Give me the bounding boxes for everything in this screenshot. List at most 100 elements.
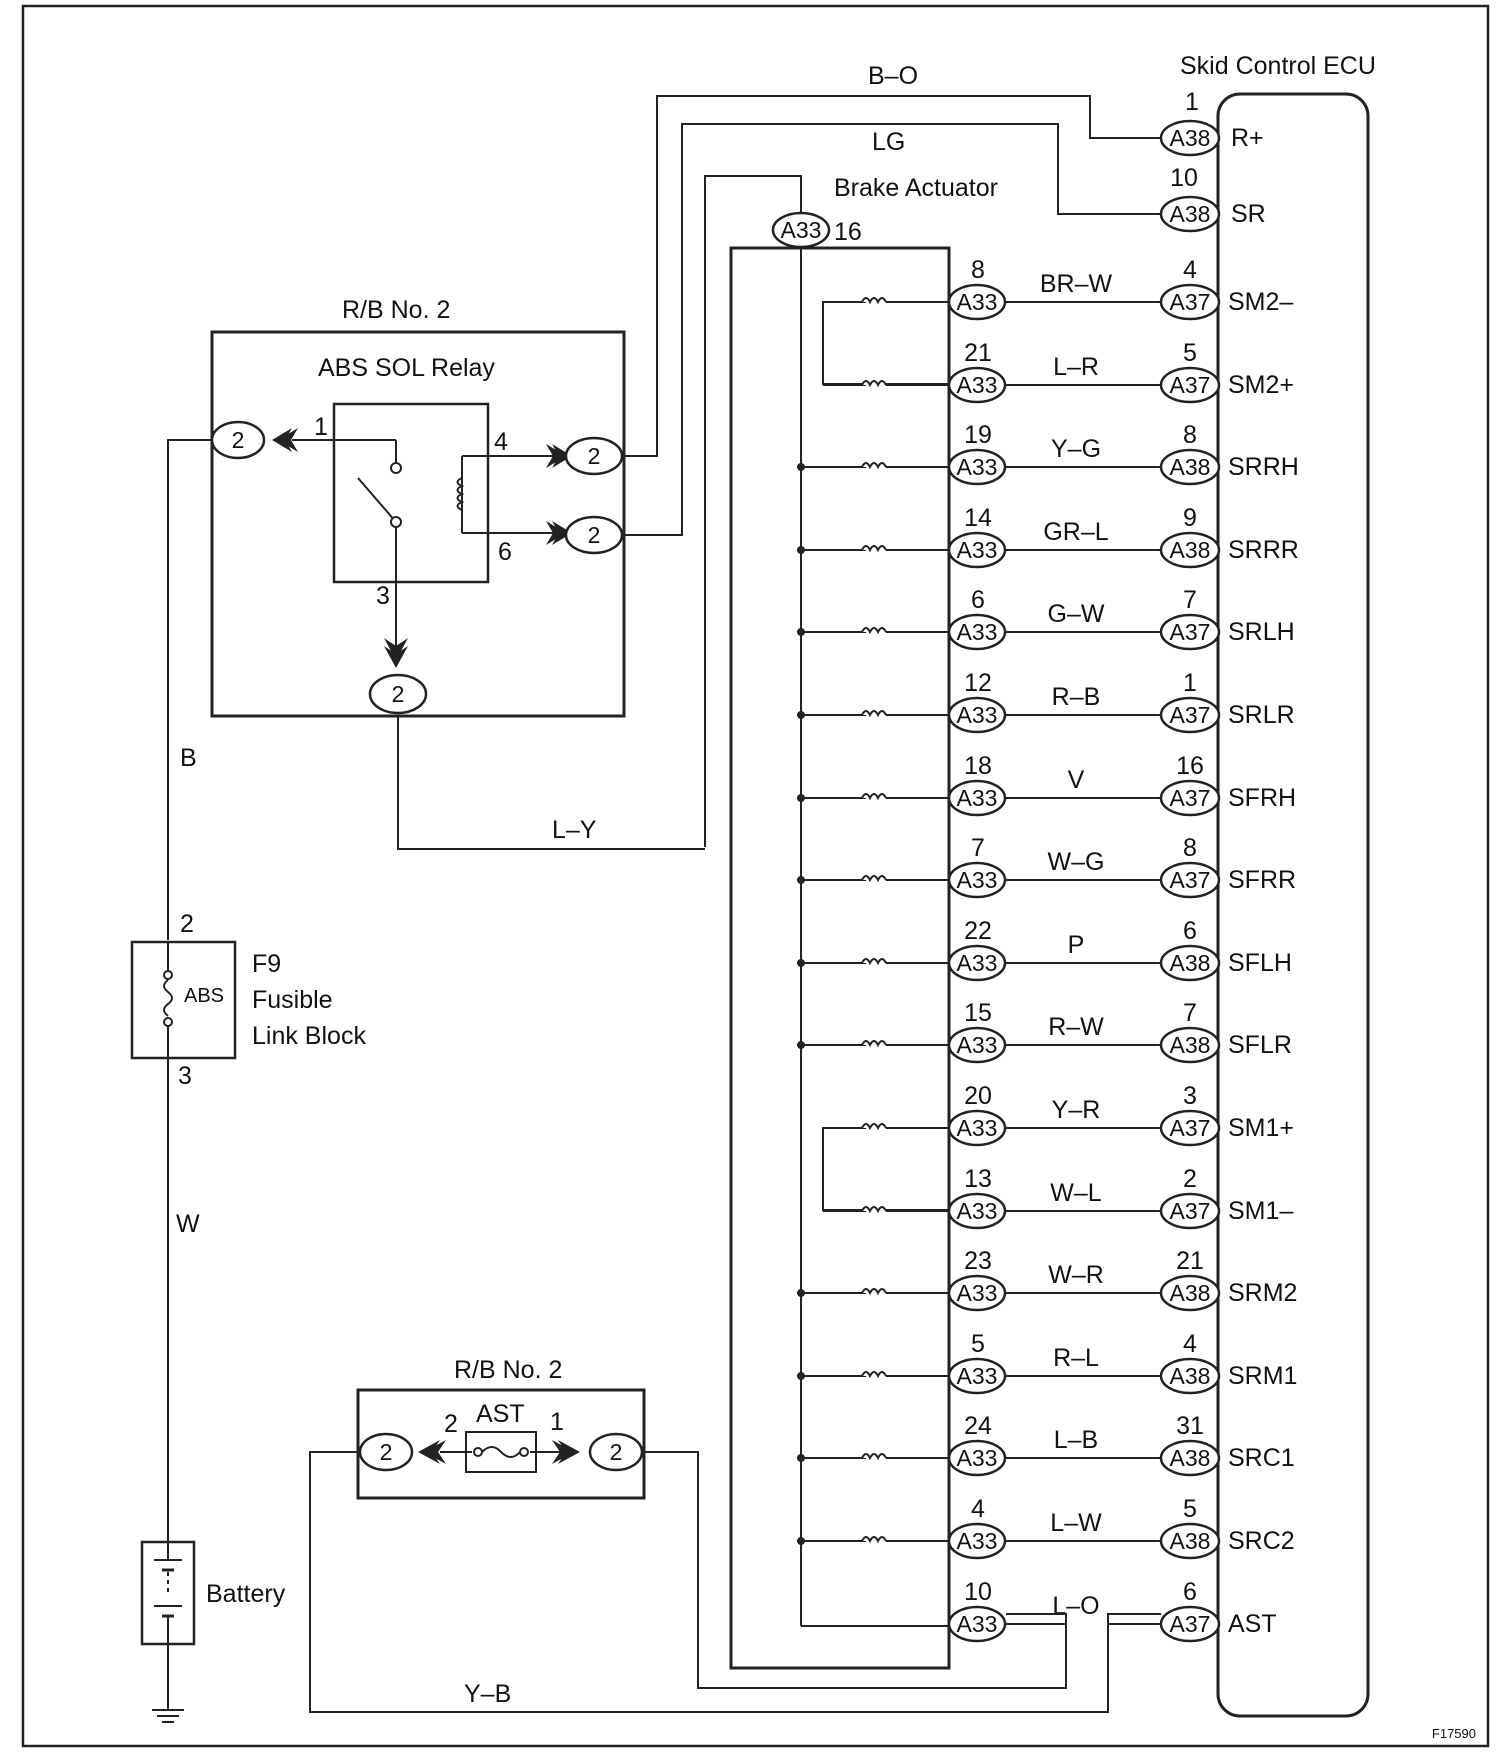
- ast-fuse-symbol: [481, 1446, 521, 1458]
- bus-junction-dot: [797, 876, 805, 884]
- wire-label-b-o: B–O: [868, 62, 918, 90]
- relay-pin-1: 1: [314, 413, 328, 441]
- actuator-connector-id: A33: [957, 1198, 998, 1224]
- relay-pin-3: 3: [376, 582, 390, 610]
- ecu-connector-id: A37: [1170, 867, 1211, 893]
- solenoid-coil: [861, 710, 887, 718]
- figure-id: F17590: [1432, 1726, 1476, 1741]
- ecu-connector-id: A38: [1170, 1280, 1211, 1306]
- ecu-signal-label: SFRH: [1228, 784, 1296, 812]
- ecu-connector-id: A38: [1170, 1445, 1211, 1471]
- actuator-pin-number: 22: [964, 917, 992, 945]
- ecu-pin-r-plus: 1 A38 R+: [1159, 88, 1264, 157]
- actuator-pin-number: 20: [964, 1082, 992, 1110]
- solenoid-coil: [861, 297, 887, 305]
- ecu-connector-id: A37: [1170, 1115, 1211, 1141]
- svg-text:2: 2: [588, 522, 601, 548]
- ecu-connector-id: A37: [1170, 1611, 1211, 1637]
- fusible-fuse-name: ABS: [184, 985, 224, 1007]
- wire-b-o: [625, 95, 1161, 457]
- solenoid-coil: [861, 545, 887, 553]
- actuator-connector-id: A33: [957, 1611, 998, 1637]
- rb-top-connector-left: 2: [210, 420, 298, 460]
- rb-bottom-connector-right: 2: [552, 1432, 644, 1472]
- wire-color-label: P: [1068, 931, 1085, 959]
- ecu-connector-id: A38: [1170, 950, 1211, 976]
- ecu-pin-number: 8: [1183, 421, 1197, 449]
- rb-bottom-title: R/B No. 2: [454, 1356, 562, 1384]
- svg-text:2: 2: [380, 1439, 393, 1465]
- bus-junction-dot: [797, 794, 805, 802]
- actuator-pin-number: 4: [971, 1495, 985, 1523]
- solenoid-coil: [861, 1371, 887, 1379]
- wire-label-w: W: [176, 1210, 200, 1238]
- ast-pin-right: 1: [550, 1408, 564, 1436]
- wire-lg: [625, 123, 1161, 536]
- wire-color-label: R–B: [1052, 683, 1101, 711]
- ecu-signal-label: SRRH: [1228, 453, 1299, 481]
- actuator-pin-number: 13: [964, 1165, 992, 1193]
- wire-color-label: L–R: [1053, 353, 1099, 381]
- svg-text:2: 2: [588, 443, 601, 469]
- solenoid-coil: [861, 380, 887, 388]
- wire-color-label: L–B: [1054, 1426, 1098, 1454]
- ecu-pin-number: 5: [1183, 339, 1197, 367]
- ecu-connector-id: A38: [1170, 1032, 1211, 1058]
- wire-label-b: B: [180, 744, 197, 772]
- fusible-line1: Fusible: [252, 986, 333, 1014]
- ecu-pin-number: 1: [1183, 669, 1197, 697]
- ecu-signal-label: SFLH: [1228, 949, 1292, 977]
- bus-junction-dot: [797, 463, 805, 471]
- solenoid-coil: [861, 627, 887, 635]
- ecu-signal-label: SM2+: [1228, 371, 1294, 399]
- ecu-pin-number: 7: [1183, 586, 1197, 614]
- wire-color-label: G–W: [1048, 600, 1105, 628]
- battery-label: Battery: [206, 1580, 286, 1608]
- solenoid-coil: [861, 1453, 887, 1461]
- ecu-connector-id: A38: [1170, 1363, 1211, 1389]
- actuator-pin-number: 23: [964, 1247, 992, 1275]
- ecu-pin-number: 3: [1183, 1082, 1197, 1110]
- rb-top-connector-pin6: 2: [546, 515, 624, 555]
- sm2-motor-loop: [822, 301, 948, 385]
- wire-label-l-y: L–Y: [552, 816, 597, 844]
- ground-icon: [152, 1709, 184, 1723]
- ecu-pin-number: 6: [1183, 1578, 1197, 1606]
- actuator-connector-id: A33: [957, 950, 998, 976]
- relay-pin-4: 4: [494, 428, 508, 456]
- actuator-connector-id: A33: [957, 1528, 998, 1554]
- abs-fuse-symbol: [163, 979, 173, 1017]
- actuator-connector-id: A33: [781, 217, 822, 243]
- svg-text:2: 2: [392, 681, 405, 707]
- wire-b: [167, 439, 212, 940]
- wire-color-label: L–O: [1052, 1592, 1099, 1620]
- bus-junction-dot: [797, 1454, 805, 1462]
- ecu-pin-number: 9: [1183, 504, 1197, 532]
- ecu-signal-label: R+: [1231, 124, 1264, 152]
- rb-bottom-connector-left: 2: [358, 1432, 446, 1472]
- ecu-signal-label: SRM1: [1228, 1362, 1297, 1390]
- svg-text:2: 2: [610, 1439, 623, 1465]
- bus-junction-dot: [797, 1289, 805, 1297]
- actuator-pin-number: 7: [971, 834, 985, 862]
- ecu-signal-label: SFLR: [1228, 1031, 1292, 1059]
- actuator-connector-id: A33: [957, 702, 998, 728]
- bus-junction-dot: [797, 1041, 805, 1049]
- ecu-connector-id: A37: [1170, 702, 1211, 728]
- ecu-connector-id: A38: [1170, 125, 1211, 151]
- ecu-connector-id: A38: [1170, 454, 1211, 480]
- rb-top-box: [210, 330, 626, 718]
- rb-top-connector-pin3: 2: [368, 638, 428, 715]
- solenoid-coil: [861, 875, 887, 883]
